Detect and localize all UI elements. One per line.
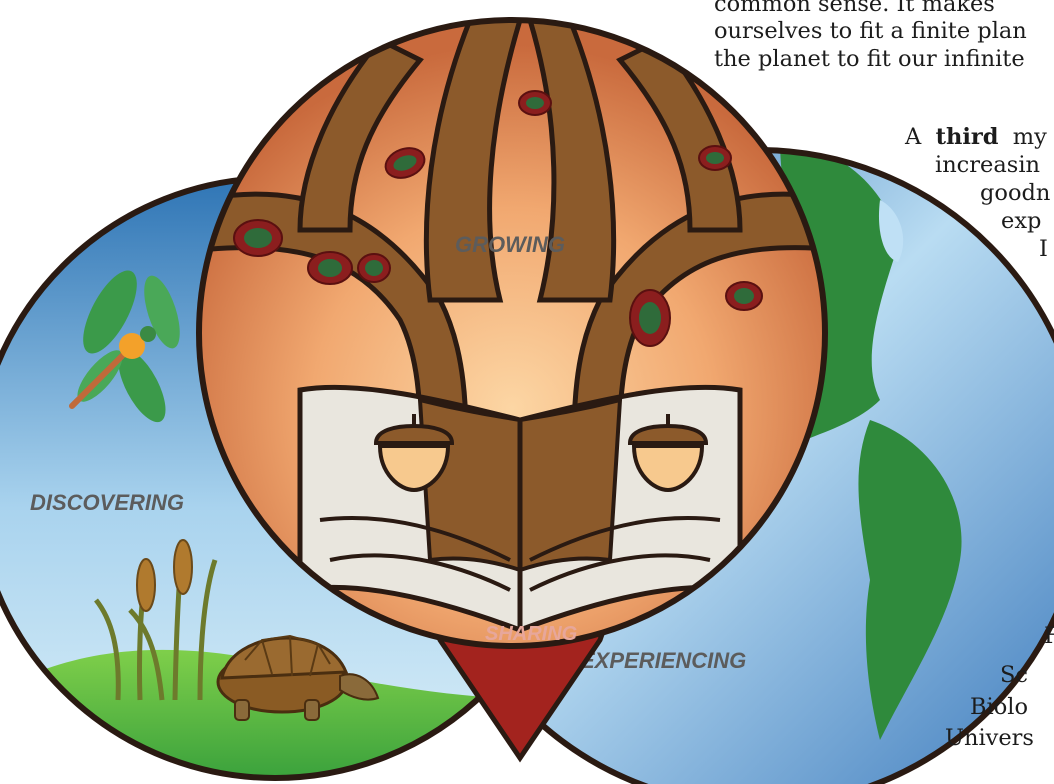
emphasis-third: third: [936, 124, 999, 150]
body-text-line: A third my: [905, 126, 1047, 149]
body-text-line: increasin: [935, 154, 1040, 177]
body-text-line: common sense. It makes: [714, 0, 995, 16]
body-text-prefix: A: [905, 124, 921, 150]
body-text-line: I: [1039, 238, 1048, 261]
body-text-line: Sc: [1000, 664, 1028, 687]
body-text-line: Univers: [945, 727, 1034, 750]
body-text-line: F: [1044, 625, 1054, 648]
body-text-line: Biolo: [970, 696, 1028, 719]
body-text-line: the planet to fit our infinite: [714, 48, 1025, 71]
label-experiencing: EXPERIENCING: [580, 648, 746, 673]
label-discovering: DISCOVERING: [30, 490, 184, 515]
label-sharing: SHARING: [485, 623, 577, 645]
body-text-word: my: [1013, 124, 1047, 150]
label-growing: GROWING: [455, 232, 565, 257]
body-text-line: goodn: [980, 182, 1050, 205]
body-text-line: ourselves to fit a finite plan: [714, 20, 1027, 43]
body-text-line: exp: [1001, 210, 1041, 233]
